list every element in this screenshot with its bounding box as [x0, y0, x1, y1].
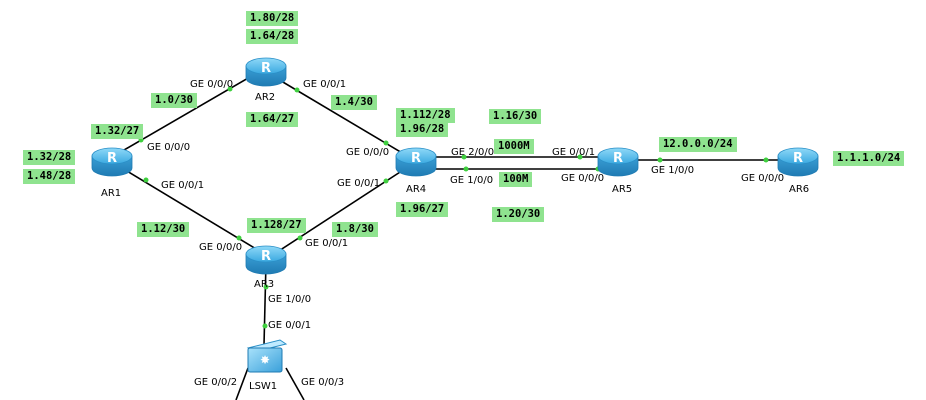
device-label-ar6: AR6: [789, 184, 810, 195]
address-note: 12.0.0.0/24: [659, 137, 737, 152]
port-label: GE 0/0/0: [190, 79, 234, 90]
port-label: GE 0/0/0: [741, 173, 785, 184]
link-ar1-ar3[interactable]: [111, 161, 267, 256]
port-dot: [577, 154, 583, 160]
router-ar6-icon[interactable]: R: [777, 147, 819, 177]
address-note: 1.112/28: [396, 108, 455, 123]
link-lsw1-down-right[interactable]: [285, 367, 305, 400]
port-label: GE 0/0/1: [305, 238, 349, 249]
link-ar3-lsw1[interactable]: [263, 261, 267, 346]
router-ar1-icon[interactable]: R: [91, 147, 133, 177]
device-label-lsw1: LSW1: [249, 381, 278, 392]
port-label: GE 0/0/1: [303, 79, 347, 90]
link-ar1-ar2[interactable]: [111, 69, 263, 158]
router-glyph: R: [411, 151, 421, 166]
port-label: GE 0/0/1: [268, 320, 312, 331]
port-label: GE 0/0/0: [199, 242, 243, 253]
router-ar4-icon[interactable]: R: [395, 147, 437, 177]
router-glyph: R: [793, 151, 803, 166]
address-note: 1.64/28: [246, 29, 299, 44]
device-label-ar2: AR2: [255, 92, 276, 103]
port-dot: [383, 140, 389, 146]
port-dot: [657, 157, 663, 163]
port-dot: [227, 86, 233, 92]
port-dot: [461, 154, 467, 160]
bandwidth-note: 1000M: [494, 139, 534, 154]
address-note: 1.128/27: [247, 218, 306, 233]
svg-text:✸: ✸: [260, 353, 270, 367]
port-label: GE 0/0/1: [552, 147, 596, 158]
switch-lsw1-icon[interactable]: ✸: [246, 339, 288, 373]
port-label: GE 0/0/3: [301, 377, 345, 388]
port-label: GE 1/0/0: [450, 175, 494, 186]
port-dot: [763, 157, 769, 163]
router-ar5-icon[interactable]: R: [597, 147, 639, 177]
port-label: GE 2/0/0: [451, 147, 495, 158]
port-dot: [262, 323, 268, 329]
address-note: 1.32/27: [91, 124, 144, 139]
port-dot: [297, 235, 303, 241]
address-note: 1.32/28: [23, 150, 76, 165]
address-note: 1.20/30: [492, 207, 545, 222]
address-note: 1.64/27: [246, 112, 299, 127]
link-ar2-ar4[interactable]: [265, 71, 415, 161]
address-note: 1.48/28: [23, 169, 76, 184]
link-lsw1-down-left[interactable]: [235, 367, 249, 400]
device-label-ar1: AR1: [101, 188, 122, 199]
port-dot: [143, 177, 149, 183]
port-label: GE 0/0/0: [147, 142, 191, 153]
device-label-ar3: AR3: [254, 279, 275, 290]
router-glyph: R: [261, 61, 271, 76]
port-dot: [463, 166, 469, 172]
address-note: 1.4/30: [331, 95, 377, 110]
link-ar3-ar4[interactable]: [267, 162, 415, 259]
router-ar3-icon[interactable]: R: [245, 245, 287, 275]
port-dot: [263, 284, 269, 290]
router-ar2-icon[interactable]: R: [245, 57, 287, 87]
port-label: GE 1/0/0: [651, 165, 695, 176]
port-label: GE 0/0/0: [561, 173, 605, 184]
address-note: 1.0/30: [151, 93, 197, 108]
port-dot: [383, 178, 389, 184]
port-label: GE 0/0/1: [337, 178, 381, 189]
address-note: 1.8/30: [332, 222, 378, 237]
address-note: 1.1.1.0/24: [833, 151, 905, 166]
port-label: GE 0/0/2: [194, 377, 238, 388]
router-glyph: R: [261, 249, 271, 264]
bandwidth-note: 100M: [499, 172, 533, 187]
router-glyph: R: [107, 151, 117, 166]
address-note: 1.80/28: [246, 11, 299, 26]
router-glyph: R: [613, 151, 623, 166]
port-label: GE 0/0/0: [346, 147, 390, 158]
address-note: 1.12/30: [137, 222, 190, 237]
address-note: 1.96/27: [396, 202, 449, 217]
port-dot: [236, 235, 242, 241]
address-note: 1.96/28: [396, 122, 449, 137]
port-label: GE 0/0/1: [161, 180, 205, 191]
device-label-ar5: AR5: [612, 184, 633, 195]
port-label: GE 1/0/0: [268, 294, 312, 305]
port-dot: [294, 87, 300, 93]
device-label-ar4: AR4: [406, 184, 427, 195]
address-note: 1.16/30: [489, 109, 542, 124]
